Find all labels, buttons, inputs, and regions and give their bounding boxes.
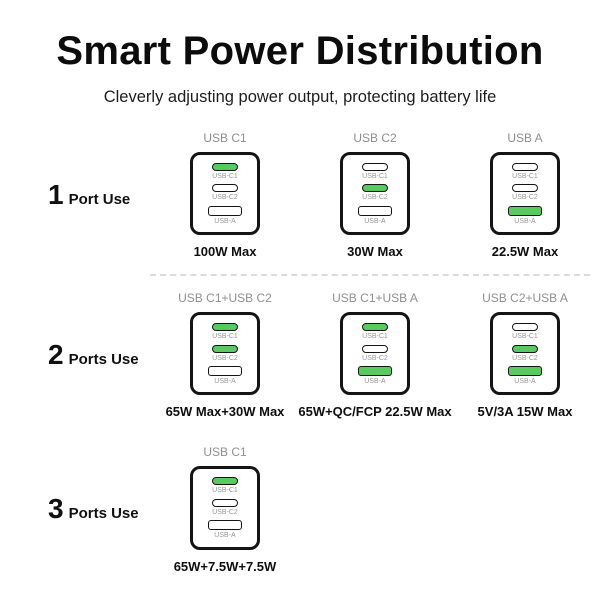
charger-caption: 65W Max+30W Max bbox=[165, 404, 285, 420]
usage-rows: 1 Port Use USB C1 USB-C1 USB-C2 USB-A 10… bbox=[0, 131, 600, 574]
usb-a-port-label: USB-A bbox=[364, 217, 386, 225]
usb-a-port-label: USB-A bbox=[514, 217, 536, 225]
charger-diagram: USB-C1 USB-C2 USB-A bbox=[340, 312, 410, 396]
charger-caption: 5V/3A 15W Max bbox=[477, 404, 573, 420]
page-title: Smart Power Distribution bbox=[56, 29, 544, 73]
row-3-chargers: USB C1 USB-C1 USB-C2 USB-A 65W+7.5W+7.5W bbox=[150, 445, 600, 573]
charger-caption: 65W+QC/FCP 22.5W Max bbox=[298, 404, 452, 420]
charger-header: USB A bbox=[507, 131, 543, 145]
usb-c2-port-label: USB-C2 bbox=[362, 354, 388, 362]
usb-a-port-label: USB-A bbox=[364, 377, 386, 385]
usb-c1-port-label: USB-C1 bbox=[212, 487, 238, 495]
usb-a-port bbox=[208, 205, 242, 216]
charger-usb-c1-only: USB C1 USB-C1 USB-C2 USB-A 100W Max bbox=[150, 131, 300, 259]
row-2-label: 2 Ports Use bbox=[0, 339, 150, 371]
row-2-text: Ports Use bbox=[68, 351, 139, 369]
usb-c1-port bbox=[512, 163, 538, 171]
usb-c2-port-label: USB-C2 bbox=[512, 194, 538, 202]
charger-caption: 65W+7.5W+7.5W bbox=[173, 558, 277, 574]
usb-c1-port bbox=[362, 323, 388, 332]
usb-a-port-label: USB-A bbox=[214, 217, 236, 225]
usb-a-port bbox=[508, 365, 542, 376]
charger-usb-c1-a: USB C1+USB A USB-C1 USB-C2 USB-A 65W+QC/… bbox=[298, 291, 452, 420]
usb-a-port-label: USB-A bbox=[514, 377, 536, 385]
charger-diagram: USB-C1 USB-C2 USB-A bbox=[190, 152, 260, 236]
charger-three-ports: USB C1 USB-C1 USB-C2 USB-A 65W+7.5W+7.5W bbox=[150, 445, 300, 573]
usb-c1-port-label: USB-C1 bbox=[212, 173, 238, 180]
usb-c1-port bbox=[212, 323, 238, 332]
row-2-number: 2 bbox=[48, 339, 64, 371]
charger-header: USB C1 bbox=[203, 131, 247, 145]
usb-a-port bbox=[508, 205, 542, 216]
charger-diagram: USB-C1 USB-C2 USB-A bbox=[490, 312, 560, 396]
charger-caption: 22.5W Max bbox=[491, 244, 559, 260]
charger-header: USB C2 bbox=[353, 131, 397, 145]
charger-header: USB C2+USB A bbox=[482, 291, 568, 306]
usb-c2-port-label: USB-C2 bbox=[362, 194, 388, 202]
charger-caption: 100W Max bbox=[193, 244, 257, 260]
charger-usb-a-only: USB A USB-C1 USB-C2 USB-A 22.5W Max bbox=[450, 131, 600, 259]
usb-c1-port-label: USB-C1 bbox=[362, 333, 388, 341]
usb-c1-port bbox=[212, 163, 238, 171]
row-1-chargers: USB C1 USB-C1 USB-C2 USB-A 100W Max USB … bbox=[150, 131, 600, 259]
usb-a-port-label: USB-A bbox=[214, 377, 236, 385]
charger-diagram: USB-C1 USB-C2 USB-A bbox=[490, 152, 560, 236]
charger-usb-c2-only: USB C2 USB-C1 USB-C2 USB-A 30W Max bbox=[300, 131, 450, 259]
usb-c1-port bbox=[362, 163, 388, 171]
charger-usb-c1-c2: USB C1+USB C2 USB-C1 USB-C2 USB-A 65W Ma… bbox=[150, 291, 300, 419]
usb-a-port bbox=[358, 205, 392, 216]
usb-c1-port bbox=[512, 323, 538, 332]
usb-c1-port-label: USB-C1 bbox=[512, 333, 538, 341]
usb-c1-port-label: USB-C1 bbox=[212, 333, 238, 341]
usb-a-port bbox=[358, 365, 392, 376]
row-3-text: Ports Use bbox=[68, 505, 139, 523]
charger-header: USB C1 bbox=[203, 445, 247, 460]
row-1-number: 1 bbox=[48, 179, 64, 211]
charger-diagram: USB-C1 USB-C2 USB-A bbox=[190, 312, 260, 396]
row-1-label: 1 Port Use bbox=[0, 179, 150, 211]
usb-c2-port-label: USB-C2 bbox=[212, 194, 238, 202]
row-3-number: 3 bbox=[48, 493, 64, 525]
row-1-text: Port Use bbox=[68, 191, 131, 209]
usb-c1-port bbox=[212, 477, 238, 486]
usb-c2-port bbox=[512, 344, 538, 353]
charger-diagram: USB-C1 USB-C2 USB-A bbox=[340, 152, 410, 236]
usb-c2-port-label: USB-C2 bbox=[512, 354, 538, 362]
port-usage-row-1: 1 Port Use USB C1 USB-C1 USB-C2 USB-A 10… bbox=[0, 131, 600, 259]
usb-c2-port bbox=[512, 184, 538, 193]
usb-c2-port-label: USB-C2 bbox=[212, 354, 238, 362]
dashed-divider bbox=[150, 274, 590, 277]
row-2-chargers: USB C1+USB C2 USB-C1 USB-C2 USB-A 65W Ma… bbox=[150, 291, 600, 419]
charger-header: USB C1+USB A bbox=[332, 291, 418, 306]
usb-c2-port bbox=[362, 184, 388, 193]
usb-c1-port-label: USB-C1 bbox=[362, 173, 388, 180]
row-3-label: 3 Ports Use bbox=[0, 493, 150, 525]
usb-a-port-label: USB-A bbox=[214, 532, 236, 540]
usb-a-port bbox=[208, 520, 242, 531]
usb-c1-port-label: USB-C1 bbox=[512, 173, 538, 180]
usb-c2-port bbox=[212, 498, 238, 507]
usb-c2-port bbox=[212, 184, 238, 193]
page-subtitle: Cleverly adjusting power output, protect… bbox=[103, 88, 497, 106]
usb-c2-port-label: USB-C2 bbox=[212, 508, 238, 516]
usb-a-port bbox=[208, 365, 242, 376]
usb-c2-port bbox=[362, 344, 388, 353]
charger-header: USB C1+USB C2 bbox=[178, 291, 272, 306]
charger-usb-c2-a: USB C2+USB A USB-C1 USB-C2 USB-A 5V/3A 1… bbox=[450, 291, 600, 419]
usb-c2-port bbox=[212, 344, 238, 353]
port-usage-row-2: 2 Ports Use USB C1+USB C2 USB-C1 USB-C2 … bbox=[0, 291, 600, 419]
port-usage-row-3: 3 Ports Use USB C1 USB-C1 USB-C2 USB-A 6… bbox=[0, 445, 600, 573]
charger-caption: 30W Max bbox=[347, 244, 403, 260]
charger-diagram: USB-C1 USB-C2 USB-A bbox=[190, 466, 260, 550]
